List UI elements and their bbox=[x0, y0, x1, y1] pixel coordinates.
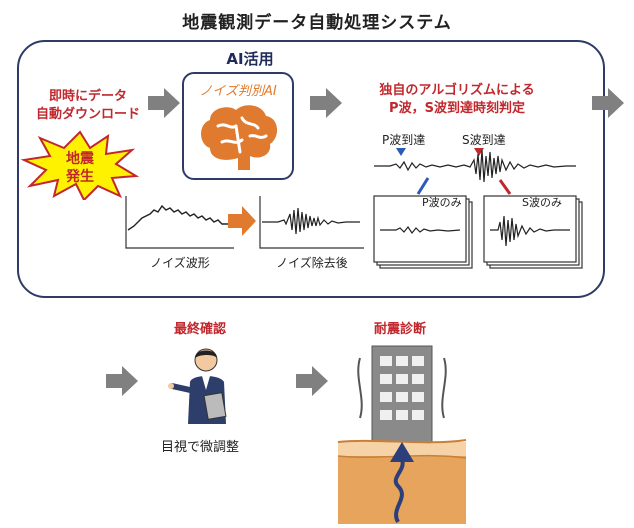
s-arrival-label: S波到達 bbox=[462, 133, 506, 147]
algorithm-line-1: 独自のアルゴリズムによる bbox=[379, 83, 535, 98]
quake-label-2: 発生 bbox=[65, 168, 94, 185]
noise-waveform-label: ノイズ波形 bbox=[150, 256, 210, 270]
noise-ai-label: ノイズ判別AI bbox=[199, 84, 277, 99]
earthquake-burst-icon: 地震 発生 bbox=[20, 130, 140, 200]
p-wave-only-cards: P波のみ bbox=[373, 195, 473, 269]
p-arrival-marker-icon bbox=[396, 148, 406, 156]
processing-frame bbox=[17, 40, 605, 298]
quake-label-1: 地震 bbox=[66, 150, 95, 167]
algorithm-text: 独自のアルゴリズムによる P波，S波到達時刻判定 bbox=[332, 82, 582, 118]
arrow-right-icon bbox=[592, 88, 624, 118]
algorithm-line-2: P波，S波到達時刻判定 bbox=[389, 101, 525, 116]
arrow-right-icon bbox=[296, 366, 328, 396]
seismic-diagnosis-label: 耐震診断 bbox=[373, 322, 426, 337]
final-check-label: 最終確認 bbox=[173, 322, 226, 337]
s-only-label: S波のみ bbox=[522, 196, 562, 209]
s-wave-only-cards: S波のみ bbox=[483, 195, 583, 269]
brain-icon bbox=[201, 105, 278, 170]
inspector-person-icon bbox=[168, 348, 227, 424]
seismogram-plot: P波到達 S波到達 bbox=[374, 133, 576, 200]
noise-waveform-plot bbox=[125, 196, 234, 249]
denoised-waveform-plot bbox=[259, 196, 364, 249]
p-only-label: P波のみ bbox=[422, 196, 462, 209]
arrow-right-icon bbox=[148, 88, 180, 118]
download-line-2: 自動ダウンロード bbox=[35, 107, 140, 122]
page-title: 地震観測データ自動処理システム bbox=[182, 13, 452, 33]
p-split-arrow-icon bbox=[416, 177, 430, 195]
seismic-wave-icon bbox=[393, 459, 405, 523]
download-line-1: 即時にデータ bbox=[48, 89, 127, 104]
visual-adjust-label: 目視で微調整 bbox=[160, 440, 239, 455]
p-arrival-label: P波到達 bbox=[382, 133, 425, 147]
arrow-right-orange-icon bbox=[228, 206, 256, 236]
auto-download-text: 即時にデータ 自動ダウンロード bbox=[28, 88, 148, 124]
arrow-right-icon bbox=[310, 88, 342, 118]
ai-usage-label: AI活用 bbox=[226, 50, 274, 68]
denoised-label: ノイズ除去後 bbox=[276, 256, 348, 270]
building-diagnosis-illustration bbox=[337, 345, 467, 524]
s-split-arrow-icon bbox=[498, 179, 512, 195]
arrow-right-icon bbox=[106, 366, 138, 396]
